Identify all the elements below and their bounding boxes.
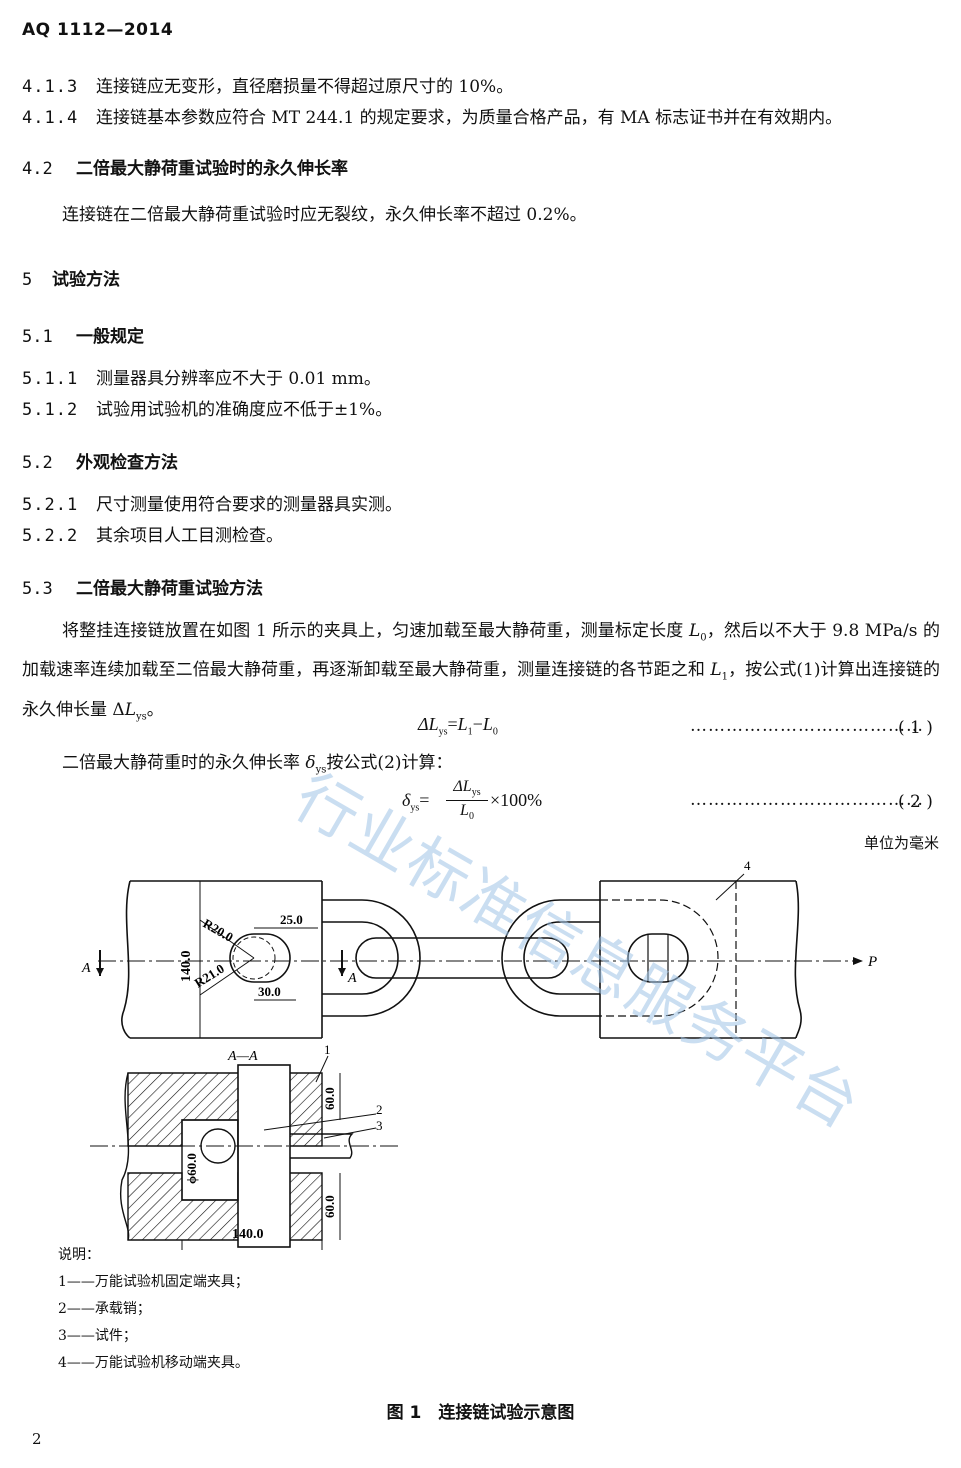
section-title: 一般规定 xyxy=(76,327,144,347)
clause-text: 连接链应无变形，直径磨损量不得超过原尺寸的 10%。 xyxy=(96,77,514,97)
callout-1: 1 xyxy=(324,1042,331,1057)
formula-2-number: ( 2 ) xyxy=(898,792,933,812)
pin-slot-right xyxy=(627,933,689,983)
clause-number: 4.1.4 xyxy=(22,108,79,128)
clause-number: 5.2.1 xyxy=(22,495,79,515)
dim-r21: R21.0 xyxy=(192,961,227,991)
clause-text: 尺寸测量使用符合要求的测量器具实测。 xyxy=(96,495,402,515)
clause-number: 4.1.3 xyxy=(22,77,79,97)
figure-caption: 图 1 连接链试验示意图 xyxy=(386,1403,575,1423)
dim-140-vertical: 140.0 xyxy=(179,951,194,983)
pin-slot-left xyxy=(229,933,291,983)
chain-test-figure: P A A 140.0 R20.0 R21.0 25.0 30.0 4 A—A … xyxy=(81,858,877,1250)
section-5-3-paragraph: 将整挂连接链放置在如图 1 所示的夹具上，匀速加载至最大静荷重，测量标定长度 L… xyxy=(22,621,941,723)
section-number: 5.2 xyxy=(22,453,53,473)
clause-number: 5.2.2 xyxy=(22,526,79,546)
pin-circle-left xyxy=(232,936,276,980)
dim-60-bottom: 60.0 xyxy=(322,1195,337,1218)
unit-note: 单位为毫米 xyxy=(863,834,939,852)
fixed-clamp xyxy=(121,880,323,1039)
section-heading-4-2: 4.2 二倍最大静荷重试验时的永久伸长率 xyxy=(22,154,348,179)
callout-4: 4 xyxy=(744,858,751,873)
section-5-3-paragraph-2: 二倍最大静荷重时的永久伸长率 δys按公式(2)计算： xyxy=(62,753,453,776)
section-number: 4.2 xyxy=(22,159,53,179)
dim-phi60: ϕ60.0 xyxy=(184,1153,199,1184)
clause-4-1-3: 4.1.3 连接链应无变形，直径磨损量不得超过原尺寸的 10%。 xyxy=(22,75,513,99)
page-number: 2 xyxy=(32,1430,42,1448)
clause-5-2-2: 5.2.2 其余项目人工目测检查。 xyxy=(22,524,283,548)
clause-text: 连接链基本参数应符合 MT 244.1 的规定要求，为质量合格产品，有 MA 标… xyxy=(96,108,843,128)
section-title: 二倍最大静荷重试验方法 xyxy=(76,579,263,599)
section-number: 5.1 xyxy=(22,327,53,347)
test-link-middle xyxy=(355,937,569,979)
clause-text: 试验用试验机的准确度应不低于±1%。 xyxy=(96,400,393,420)
section-heading-5-1: 5.1 一般规定 xyxy=(22,322,144,347)
clause-text: 其余项目人工目测检查。 xyxy=(96,526,283,546)
section-mark-mid: A xyxy=(347,971,357,986)
chain-link-right xyxy=(501,899,600,1017)
legend-item-3: 3——试件； xyxy=(58,1328,137,1344)
dim-60-top: 60.0 xyxy=(322,1087,337,1110)
callout-3: 3 xyxy=(376,1118,383,1133)
clause-text: 测量器具分辨率应不大于 0.01 mm。 xyxy=(96,369,381,389)
clause-4-1-4: 4.1.4 连接链基本参数应符合 MT 244.1 的规定要求，为质量合格产品，有… xyxy=(22,106,842,130)
moving-clamp xyxy=(599,880,802,1039)
load-direction-label: P xyxy=(867,954,877,970)
callout-2: 2 xyxy=(376,1102,383,1117)
section-number: 5 xyxy=(22,270,33,290)
section-4-2-body: 连接链在二倍最大静荷重试验时应无裂纹，永久伸长率不超过 0.2%。 xyxy=(62,205,587,225)
section-title: 二倍最大静荷重试验时的永久伸长率 xyxy=(76,159,348,179)
section-heading-5-3: 5.3 二倍最大静荷重试验方法 xyxy=(22,574,263,599)
dim-140-horizontal: 140.0 xyxy=(232,1227,264,1242)
legend-title: 说明： xyxy=(58,1247,100,1263)
section-view xyxy=(90,1064,400,1248)
formula-1: ΔLys=L1−L0 xyxy=(418,714,498,738)
section-title: 试验方法 xyxy=(52,270,120,290)
clause-5-2-1: 5.2.1 尺寸测量使用符合要求的测量器具实测。 xyxy=(22,493,402,517)
section-heading-5-2: 5.2 外观检查方法 xyxy=(22,448,178,473)
formula-2-leader: ………………………………… xyxy=(690,790,924,810)
clause-5-1-2: 5.1.2 试验用试验机的准确度应不低于±1%。 xyxy=(22,398,392,422)
formula-1-number: ( 1 ) xyxy=(898,718,933,738)
section-mark-left: A xyxy=(81,961,91,976)
clause-number: 5.1.1 xyxy=(22,369,79,389)
section-title: 外观检查方法 xyxy=(76,453,178,473)
document-code: AQ 1112—2014 xyxy=(22,20,174,40)
formula-1-leader: ………………………………… xyxy=(690,716,924,736)
hidden-link-outline xyxy=(600,899,719,1017)
legend-item-1: 1——万能试验机固定端夹具； xyxy=(58,1274,249,1290)
section-title-aa: A—A xyxy=(227,1049,258,1064)
dim-25: 25.0 xyxy=(280,912,303,927)
chain-link-left xyxy=(322,899,421,1017)
section-number: 5.3 xyxy=(22,579,53,599)
clause-number: 5.1.2 xyxy=(22,400,79,420)
section-heading-5: 5 试验方法 xyxy=(22,265,120,290)
legend-item-2: 2——承载销； xyxy=(58,1301,151,1317)
dim-30: 30.0 xyxy=(258,984,281,999)
dim-r20: R20.0 xyxy=(201,916,236,945)
legend-item-4: 4——万能试验机移动端夹具。 xyxy=(58,1355,249,1371)
clause-5-1-1: 5.1.1 测量器具分辨率应不大于 0.01 mm。 xyxy=(22,367,381,391)
